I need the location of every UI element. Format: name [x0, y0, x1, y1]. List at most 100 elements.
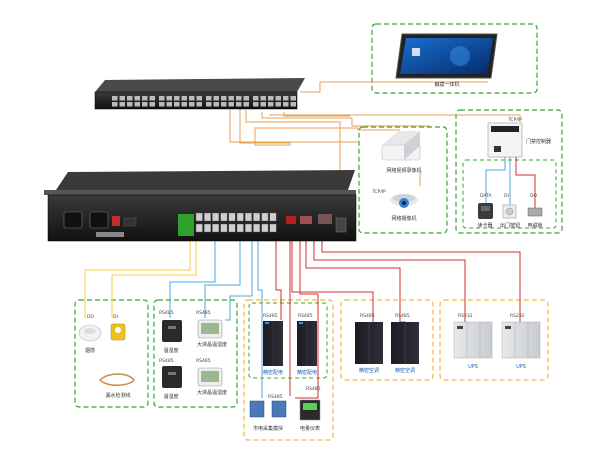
switch-port: [112, 96, 118, 101]
monitoring-host: [44, 170, 357, 242]
touch-panel-label: 触摸一体机: [434, 81, 459, 88]
power-meter-device: [299, 399, 321, 421]
pdc-1-label: 精密配电: [263, 369, 283, 376]
switch-port: [134, 96, 140, 101]
host-port: [253, 223, 261, 233]
module-rs485-label: RS485: [268, 394, 283, 400]
door-controller-label: 门禁控制器: [526, 138, 551, 145]
touch-panel: [395, 33, 498, 79]
th1-rs485-label: RS485: [159, 310, 174, 316]
switch-port: [253, 96, 259, 101]
switch-port: [149, 102, 155, 107]
door-controller-device: [487, 122, 523, 158]
host-port: [261, 223, 269, 233]
switch-port: [213, 102, 219, 107]
switch-port: [196, 96, 202, 101]
th-sensor-1-label: 温湿度: [163, 347, 178, 354]
lcd-th-2: [197, 367, 223, 387]
switch-port: [283, 96, 289, 101]
host-port: [195, 212, 203, 222]
power-meter-label: 电量仪表: [300, 425, 320, 432]
switch-port: [236, 102, 242, 107]
switch-port: [149, 96, 155, 101]
host-port: [203, 223, 211, 233]
switch-port: [119, 96, 125, 101]
nvr-device: [381, 131, 421, 161]
controller-tcpip-label: TCP/IP: [507, 117, 522, 123]
ups-2: [501, 321, 541, 359]
th-sensor-2-label: 温湿度: [163, 393, 178, 400]
th-sensor-1: [162, 320, 182, 342]
switch-port: [243, 102, 249, 107]
rs485-red-lines: [275, 232, 521, 399]
camera-tcpip-label: TCP/IP: [371, 189, 386, 195]
switch-port: [159, 96, 165, 101]
leak-sensor-label: 漏水检测线: [105, 392, 130, 399]
host-port: [228, 212, 236, 222]
switch-port: [243, 96, 249, 101]
pdc-2-label: 精密配电: [297, 369, 317, 376]
switch-port: [196, 102, 202, 107]
lcd-th-2-label: 大液晶温湿度: [197, 389, 227, 396]
mag-lock-label: 电磁锁: [527, 222, 542, 229]
access-group-border: [455, 109, 563, 234]
touch-panel-group-border: [371, 23, 538, 94]
host-port: [261, 212, 269, 222]
ups-1: [453, 321, 493, 359]
switch-port: [174, 102, 180, 107]
yellow-lines: [84, 232, 197, 318]
switch-port: [260, 102, 266, 107]
ups-group-border: [439, 299, 549, 381]
lcd2-rs485-label: RS485: [196, 358, 211, 364]
pdc1-rs485-label: RS485: [263, 313, 278, 319]
nvr-label: 网络视频录像机: [386, 167, 421, 174]
ethernet-lines: [229, 81, 521, 228]
host-port: [244, 223, 252, 233]
switch-port: [181, 96, 187, 101]
pdc-cabinet-2: [297, 321, 317, 366]
exit-di-label: DI: [504, 193, 509, 199]
th2-rs485-label: RS485: [159, 358, 174, 364]
switch-port: [127, 102, 133, 107]
switch-port: [181, 102, 187, 107]
switch-port: [134, 102, 140, 107]
ac-group-border: [340, 299, 434, 381]
host-port: [195, 223, 203, 233]
smoke-label: 烟感: [85, 347, 95, 354]
switch-port: [166, 102, 172, 107]
lcd1-rs485-label: RS485: [196, 310, 211, 316]
dome-camera: [390, 194, 418, 208]
reader-data-label: DATA: [480, 193, 493, 199]
ac-unit-2: [391, 322, 419, 364]
pdc-group-border: [243, 299, 334, 441]
pdc-cabinet-1: [263, 321, 283, 366]
switch-port: [189, 102, 195, 107]
switch-port: [221, 102, 227, 107]
ac-1-label: 精密空调: [359, 367, 379, 374]
switch-port: [206, 102, 212, 107]
switch-port: [142, 96, 148, 101]
switch-port: [253, 102, 259, 107]
ups1-rs232-label: RS232: [458, 313, 473, 319]
switch-port: [112, 102, 118, 107]
exit-button-device: [502, 204, 517, 219]
video-group-border: [358, 126, 448, 234]
ac-unit-1: [355, 322, 383, 364]
ac-2-label: 精密空调: [395, 367, 415, 374]
host-port: [212, 212, 220, 222]
mag-lock-device: [527, 207, 543, 217]
card-reader-device: [478, 203, 493, 219]
switch-port: [268, 96, 274, 101]
ac2-rs485-label: RS485: [395, 313, 410, 319]
switch-port: [236, 96, 242, 101]
switch-port: [142, 102, 148, 107]
switch-port: [290, 102, 296, 107]
switch-port: [290, 96, 296, 101]
card-reader-label: 读卡器: [477, 222, 492, 229]
switch-port: [174, 96, 180, 101]
switch-port: [206, 96, 212, 101]
th-sensor-2: [162, 366, 182, 388]
leak-controller: [110, 323, 126, 341]
switch-port: [127, 96, 133, 101]
